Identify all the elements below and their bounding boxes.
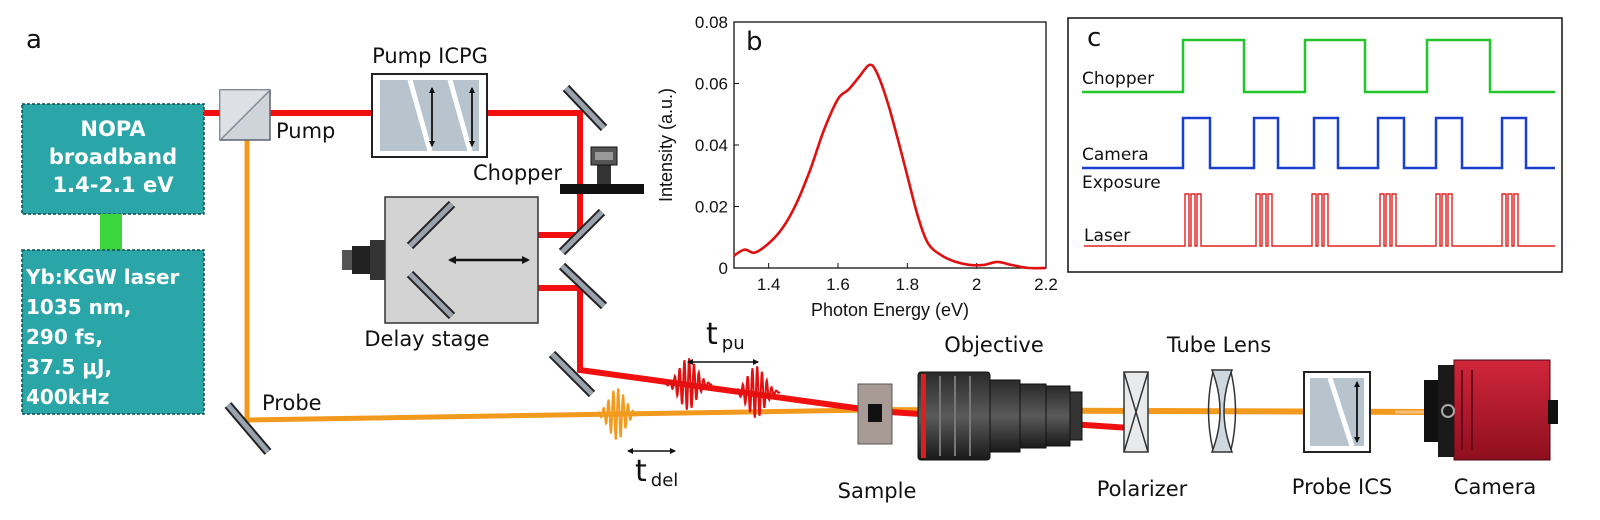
polarizer-label: Polarizer bbox=[1097, 477, 1188, 501]
chopper-trace bbox=[1082, 38, 1555, 94]
timing-camera-label-1: Camera bbox=[1082, 145, 1149, 165]
probe-ics bbox=[1303, 371, 1371, 453]
chart-xtick-label: 1.8 bbox=[896, 275, 920, 294]
stage-mirror-top bbox=[406, 200, 456, 250]
pump-pulse-1 bbox=[663, 358, 713, 410]
stage-mirror-bottom bbox=[406, 270, 456, 320]
chart-ylabel: Intensity (a.u.) bbox=[656, 88, 676, 202]
laser-box: Yb:KGW laser 1035 nm, 290 fs, 37.5 μJ, 4… bbox=[21, 249, 205, 415]
chart-xtick-label: 1.4 bbox=[757, 275, 781, 294]
nopa-line-3: 1.4-2.1 eV bbox=[53, 173, 175, 197]
laser-line-1: Yb:KGW laser bbox=[25, 265, 180, 289]
timing-laser-label: Laser bbox=[1084, 226, 1130, 246]
nopa-laser-connector bbox=[100, 214, 122, 250]
camera-exposure-trace bbox=[1082, 116, 1555, 170]
mirror-4 bbox=[548, 350, 596, 398]
chart-ytick-label: 0 bbox=[719, 259, 728, 278]
delay-stage bbox=[384, 196, 539, 324]
chopper bbox=[560, 146, 644, 194]
chart-ytick-label: 0.06 bbox=[695, 75, 728, 94]
laser-line-3: 290 fs, bbox=[26, 325, 103, 349]
tube-lens bbox=[1207, 369, 1237, 453]
nopa-box: NOPA broadband 1.4-2.1 eV bbox=[21, 103, 205, 215]
delay-motor bbox=[342, 240, 385, 280]
panel-label-b: b bbox=[746, 27, 763, 57]
probe-ics-label: Probe ICS bbox=[1292, 475, 1392, 499]
laser-line-4: 37.5 μJ, bbox=[26, 355, 112, 379]
nopa-line-2: broadband bbox=[49, 145, 177, 169]
chopper-label: Chopper bbox=[473, 161, 562, 185]
objective bbox=[917, 371, 1083, 461]
pump-icpg-label: Pump ICPG bbox=[372, 44, 488, 68]
pump-pulse-2 bbox=[731, 366, 781, 418]
polarizer bbox=[1123, 371, 1149, 453]
timing-camera-label-2: Exposure bbox=[1082, 173, 1161, 193]
probe-label: Probe bbox=[262, 391, 322, 415]
chart-series-line bbox=[733, 63, 1047, 270]
beamsplitter-cube bbox=[219, 89, 271, 141]
laser-trace bbox=[1084, 193, 1555, 247]
chart-xtick-label: 1.6 bbox=[826, 275, 850, 294]
laser-line-2: 1035 nm, bbox=[26, 295, 131, 319]
chart-xtick-label: 2.2 bbox=[1034, 275, 1058, 294]
camera-label: Camera bbox=[1454, 475, 1536, 499]
pump-icpg bbox=[371, 73, 488, 158]
camera bbox=[1424, 359, 1558, 461]
spectrum-chart: b 1.4 1.6 1.8 2 2.2 0 0.02 0.04 0.06 0.08 Photon … bbox=[656, 13, 1058, 320]
mirror-3 bbox=[558, 262, 608, 310]
objective-label: Objective bbox=[944, 333, 1044, 357]
panel-label-c: c bbox=[1087, 23, 1101, 53]
chart-ytick-label: 0.02 bbox=[695, 198, 728, 217]
timing-chopper-label: Chopper bbox=[1082, 69, 1154, 89]
sample bbox=[857, 383, 893, 445]
chart-xtick-label: 2 bbox=[972, 275, 981, 294]
mirror-1 bbox=[562, 84, 608, 132]
sample-label: Sample bbox=[838, 479, 917, 503]
timing-panel: c Chopper Camera Exposure Laser bbox=[1067, 17, 1563, 273]
chart-ytick-label: 0.04 bbox=[695, 136, 728, 155]
chart-ytick-label: 0.08 bbox=[695, 13, 728, 32]
mirror-probe bbox=[224, 402, 272, 455]
chart-xlabel: Photon Energy (eV) bbox=[811, 300, 969, 320]
nopa-line-1: NOPA bbox=[80, 117, 146, 141]
panel-label-a: a bbox=[26, 25, 42, 55]
tube-lens-label: Tube Lens bbox=[1166, 333, 1271, 357]
pump-label: Pump bbox=[276, 119, 335, 143]
probe-pulse bbox=[594, 388, 640, 440]
laser-line-5: 400kHz bbox=[26, 385, 109, 409]
mirror-2 bbox=[558, 208, 606, 256]
delay-stage-label: Delay stage bbox=[364, 327, 489, 351]
